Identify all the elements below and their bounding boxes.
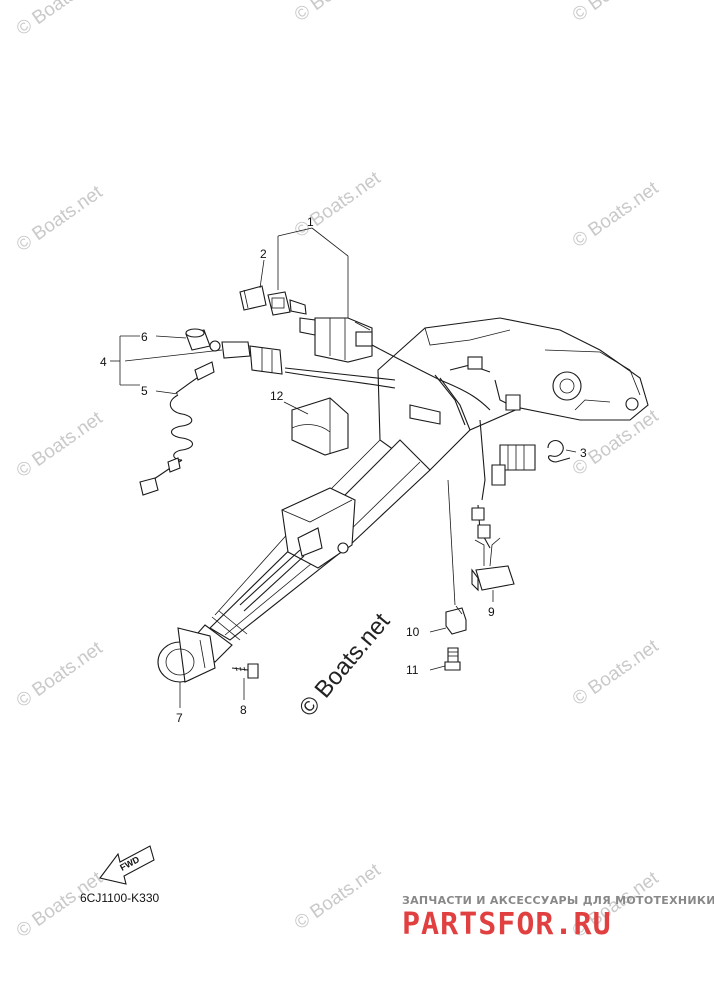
callout-labels: 1 2 3 4 5 6 7 8 9 10 11 12 [100,215,587,725]
callout-4: 4 [100,355,107,369]
callout-11: 11 [406,663,419,677]
callout-2: 2 [260,247,267,261]
footer-branding: ЗАПЧАСТИ И АКСЕССУАРЫ ДЛЯ МОТОТЕХНИКИ PA… [402,894,714,942]
callout-1: 1 [307,215,314,229]
watermark: © Boats.net [291,0,385,26]
footer-tagline: ЗАПЧАСТИ И АКСЕССУАРЫ ДЛЯ МОТОТЕХНИКИ [402,894,714,907]
fwd-arrow: FWD [99,845,155,885]
stop-switch [209,340,283,375]
sensor-part [471,507,515,592]
connector-bundle [297,356,536,557]
diagram-code: 6CJ1100-K330 [80,891,159,905]
callout-9: 9 [488,605,495,619]
grommet-cover [291,397,349,456]
watermark: © Boats.net [13,637,107,712]
watermark: © Boats.net [569,0,663,26]
callout-8: 8 [240,703,247,717]
bracket-part [445,479,467,635]
callout-7: 7 [176,711,183,725]
watermark: © Boats.net [291,859,385,934]
screw-part [231,663,259,679]
key-part [239,285,307,316]
watermark-group: © Boats.net © Boats.net © Boats.net © Bo… [13,0,663,942]
watermark: © Boats.net [13,407,107,482]
callout-5: 5 [141,384,148,398]
watermark: © Boats.net [13,0,107,40]
grip-end-part [157,627,216,683]
watermark-main: © Boats.net [294,608,396,722]
callout-10: 10 [406,625,420,639]
watermark: © Boats.net [13,181,107,256]
callout-12: 12 [270,389,284,403]
callout-3: 3 [580,446,587,460]
leader-lines [110,227,577,708]
main-switch-assembly [299,317,373,363]
watermark: © Boats.net [569,177,663,252]
lanyard-cord [139,361,215,496]
watermark: © Boats.net [291,167,385,242]
watermark: © Boats.net [569,635,663,710]
callout-6: 6 [141,330,148,344]
bolt-part [444,647,461,671]
footer-brand: PARTSFOR.RU [402,907,612,942]
clip-part [547,439,571,463]
cap-part [185,328,211,351]
